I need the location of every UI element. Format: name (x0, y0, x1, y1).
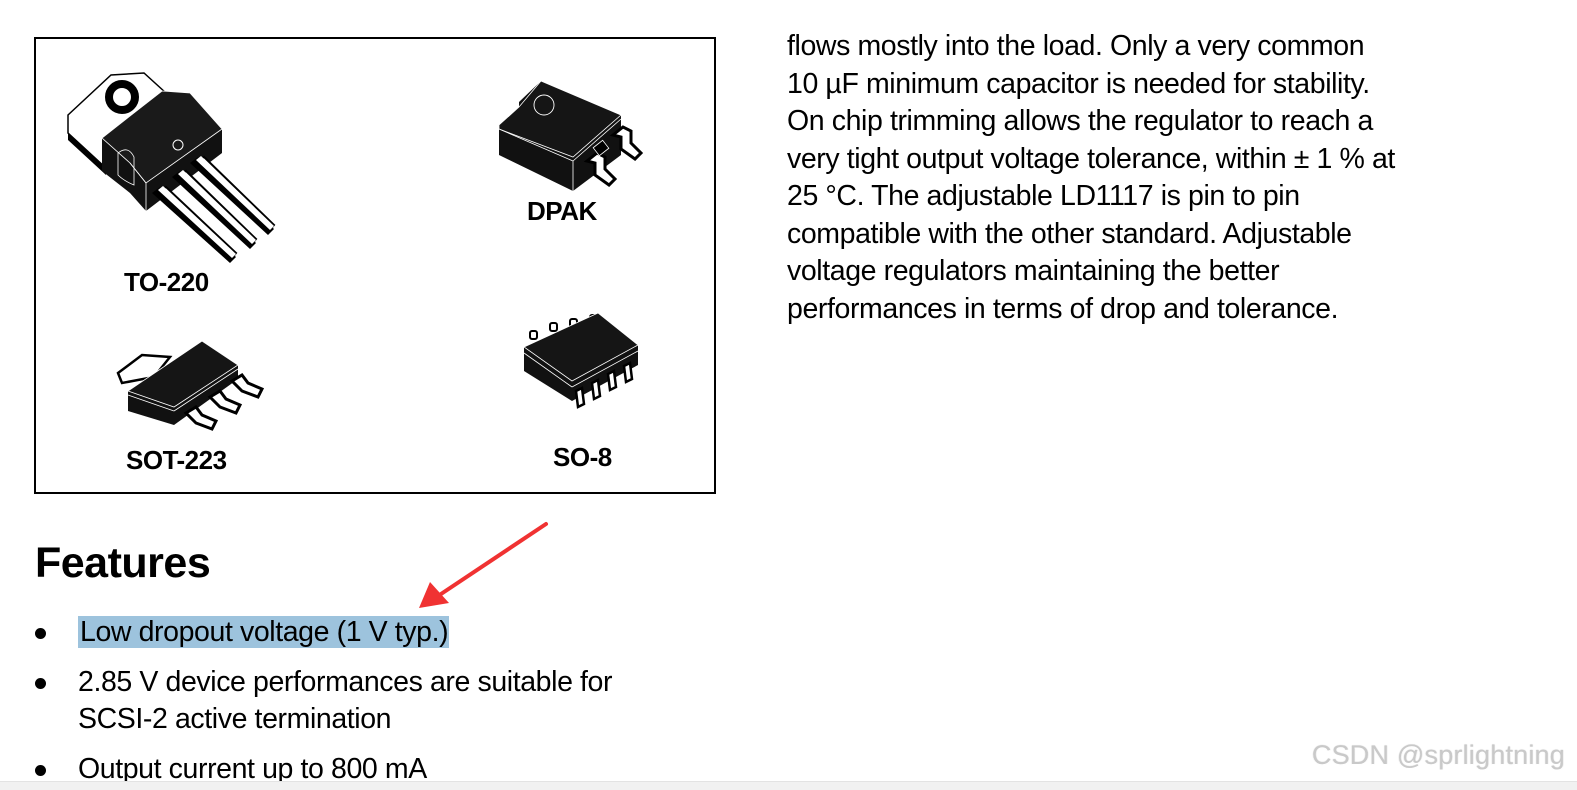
description-line: voltage regulators maintaining the bette… (787, 255, 1280, 287)
description-line: flows mostly into the load. Only a very … (787, 30, 1365, 62)
to-220-package-image (67, 72, 276, 263)
sot-223-package-image (116, 340, 265, 431)
feature-item-text: Output current up to 800 mA (78, 753, 427, 785)
dpak-package-image (498, 80, 644, 191)
feature-item-text: SCSI-2 active termination (78, 703, 392, 735)
bullet-icon (35, 628, 46, 639)
description-line: 10 µF minimum capacitor is needed for st… (787, 67, 1370, 100)
so-8-package-image (523, 312, 639, 409)
so-8-label: SO-8 (553, 442, 612, 472)
feature-item-text: 2.85 V device performances are suitable … (78, 666, 613, 698)
feature-item-text-wrap: Low dropout voltage (1 V typ.) (78, 614, 450, 651)
arrow-head-icon (419, 582, 449, 608)
highlighted-feature-text[interactable]: Low dropout voltage (1 V typ.) (78, 616, 450, 648)
package-figure: TO-220 DPAK SOT-223 (34, 37, 716, 494)
watermark-text: CSDN @sprlightning (1311, 740, 1565, 770)
description-line: very tight output voltage tolerance, wit… (787, 142, 1395, 175)
description-line: performances in terms of drop and tolera… (787, 292, 1339, 325)
to-220-label: TO-220 (124, 267, 209, 297)
description-line: 25 °C. The adjustable LD1117 is pin to p… (787, 180, 1300, 212)
arrow-shaft (436, 522, 548, 598)
bullet-icon (35, 678, 46, 689)
dpak-label: DPAK (527, 196, 597, 226)
bullet-icon (35, 765, 46, 776)
bottom-scroll-edge (0, 781, 1577, 790)
description-line: On chip trimming allows the regulator to… (787, 105, 1373, 137)
description-paragraph: flows mostly into the load. Only a very … (787, 28, 1487, 328)
features-heading: Features (35, 539, 211, 587)
description-line: compatible with the other standard. Adju… (787, 217, 1352, 250)
sot-223-label: SOT-223 (126, 445, 227, 475)
